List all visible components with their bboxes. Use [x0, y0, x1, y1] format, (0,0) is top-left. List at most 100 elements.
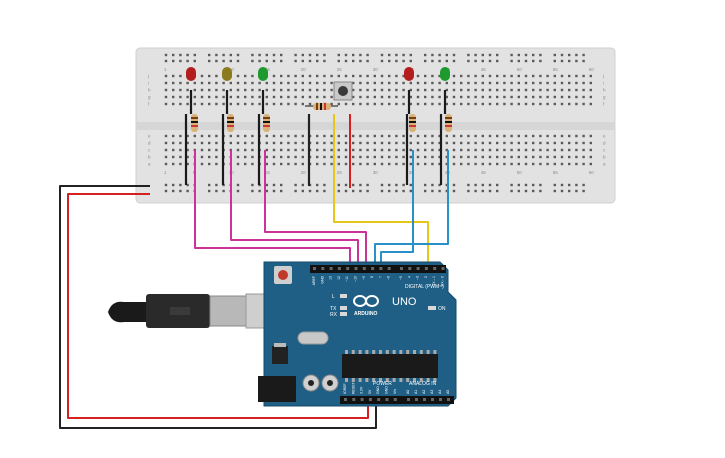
pin-label: 12	[337, 276, 341, 280]
resistor-1[interactable]	[191, 114, 198, 132]
column-number: 25	[337, 67, 343, 72]
led-green-2[interactable]	[440, 67, 450, 81]
column-number: 15	[265, 67, 271, 72]
pushbutton[interactable]	[333, 81, 353, 101]
column-number: 50	[517, 67, 523, 72]
row-letter: j	[602, 74, 604, 79]
column-number: 10	[229, 67, 235, 72]
resistor-4[interactable]	[409, 114, 416, 132]
column-number: 25	[337, 170, 343, 175]
row-letter: d	[603, 141, 606, 146]
column-number: 20	[301, 67, 307, 72]
pin-label: ~6	[387, 276, 391, 280]
rx-led	[340, 312, 347, 316]
column-number: 1	[164, 67, 167, 72]
voltage-regulator	[272, 346, 288, 364]
wire-magenta-1[interactable]	[194, 150, 351, 270]
digital-label: DIGITAL (PWM~)	[405, 284, 444, 290]
pin-label: A5	[446, 390, 450, 394]
wire-yellow[interactable]	[333, 114, 429, 270]
resistor-horizontal[interactable]	[305, 103, 338, 110]
led-red-2[interactable]	[404, 67, 414, 81]
row-letter: g	[603, 95, 606, 100]
column-number: 1	[164, 170, 167, 175]
row-letter: i	[148, 81, 149, 86]
pin-label: Vin	[393, 389, 397, 394]
power-jack[interactable]	[258, 376, 296, 402]
column-number: 50	[517, 170, 523, 175]
resistor-3[interactable]	[263, 114, 270, 132]
resistor-5[interactable]	[445, 114, 452, 132]
row-letter: e	[603, 134, 606, 139]
row-letter: h	[148, 88, 151, 93]
column-number: 15	[265, 170, 271, 175]
row-letter: j	[147, 74, 149, 79]
pin-label: A0	[406, 390, 410, 394]
row-letter: f	[148, 102, 150, 107]
pin-label: ~5	[399, 276, 403, 280]
on-label: ON	[438, 306, 446, 312]
pin-label: AREF	[312, 276, 316, 285]
pin-label: 7	[378, 276, 382, 278]
pin-label: GND	[376, 386, 380, 394]
arduino-logo-icon	[353, 295, 379, 307]
reset-button[interactable]	[274, 266, 292, 284]
column-number: 30	[373, 170, 379, 175]
rx-label: RX	[330, 312, 338, 318]
on-led	[428, 306, 436, 310]
pin-label: ~3	[416, 276, 420, 280]
column-number: 55	[553, 67, 559, 72]
column-number: 45	[481, 170, 487, 175]
wire-blue-1[interactable]	[380, 150, 414, 270]
pin-label: GND	[385, 386, 389, 394]
pin-label: RX←0	[441, 276, 445, 286]
pin-label: 13	[329, 276, 333, 280]
analog-label: ANALOG IN	[409, 381, 437, 387]
led-red-1[interactable]	[186, 67, 196, 81]
pin-label: ~9	[362, 276, 366, 280]
model-label: UNO	[392, 296, 417, 308]
column-number: 35	[409, 170, 415, 175]
wire-blue-2[interactable]	[374, 150, 449, 270]
pin-label: ~11	[345, 276, 349, 282]
resistor-2[interactable]	[227, 114, 234, 132]
pin-label: 2	[424, 276, 428, 278]
l-led	[340, 294, 347, 298]
led-yellow[interactable]	[222, 67, 232, 81]
row-letter: c	[148, 148, 151, 153]
row-letter: h	[603, 88, 606, 93]
row-letter: e	[148, 134, 151, 139]
breadboard[interactable]: 1510152025303540455055601510152025303540…	[135, 47, 616, 204]
pin-label: 5V	[368, 389, 372, 394]
pin-label: GND	[320, 276, 324, 284]
pin-label: RESET	[351, 381, 355, 394]
capacitors	[302, 374, 339, 392]
column-number: 45	[481, 67, 487, 72]
row-letter: d	[148, 141, 151, 146]
pin-label: IOREF	[343, 383, 347, 394]
wire-magenta-3[interactable]	[264, 150, 367, 270]
column-number: 60	[589, 170, 595, 175]
column-number: 30	[373, 67, 379, 72]
row-letter: a	[603, 162, 606, 167]
tx-label: TX	[330, 306, 337, 312]
led-green-1[interactable]	[258, 67, 268, 81]
pin-label: A4	[438, 390, 442, 394]
brand-label: ARDUINO	[354, 311, 377, 317]
row-letter: a	[148, 162, 151, 167]
usb-cable[interactable]	[108, 293, 283, 329]
pin-label: ~10	[354, 276, 358, 282]
wire-magenta-2[interactable]	[230, 150, 359, 270]
row-letter: b	[148, 155, 151, 160]
row-letter: i	[603, 81, 604, 86]
row-letter: c	[603, 148, 606, 153]
wire-black-gnd[interactable]	[59, 185, 377, 429]
wire-red-5v[interactable]	[67, 193, 369, 419]
column-number: 60	[589, 67, 595, 72]
